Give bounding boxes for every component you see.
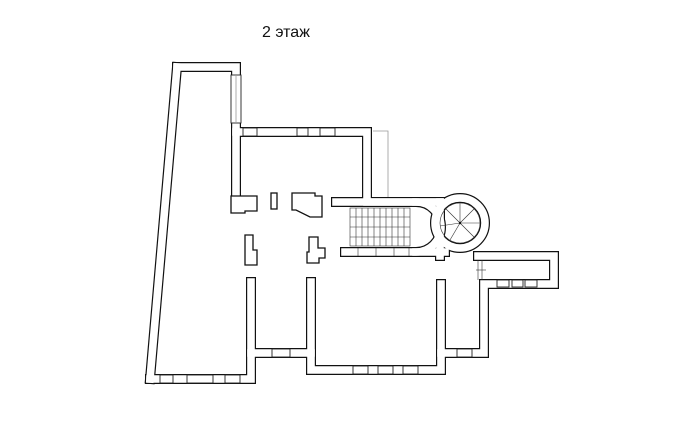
walls — [150, 67, 554, 379]
floor-title: 2 этаж — [262, 24, 310, 41]
spiral-staircase — [439, 202, 481, 244]
main-staircase — [349, 207, 411, 256]
roof-outline — [373, 130, 389, 197]
annex-steps — [476, 260, 486, 280]
windows — [159, 74, 538, 384]
columns — [230, 192, 326, 266]
